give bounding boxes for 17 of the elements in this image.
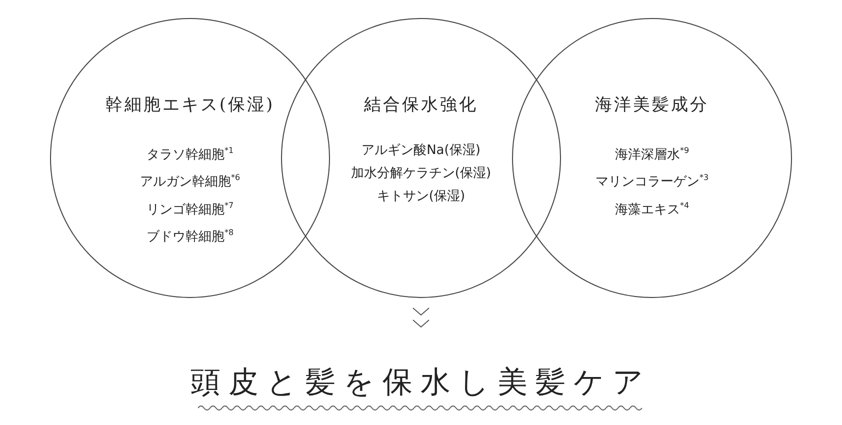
ingredient-circle (512, 18, 792, 298)
ingredient-text: 加水分解ケラチン(保湿) (350, 165, 492, 183)
ingredient-text: ブドウ幹細胞$^{*8}$ (146, 226, 234, 246)
ingredient-text: タラソ幹細胞$^{*1}$ (146, 145, 234, 164)
ingredient-text: アルガン幹細胞$^{*6}$ (140, 172, 240, 192)
ingredient-circle (50, 18, 330, 298)
ingredient-text: 海藻エキス$^{*4}$ (614, 200, 690, 219)
ingredient-circle (281, 18, 561, 298)
ingredient-text: アルギン酸Na(保湿) (362, 142, 480, 160)
ingredient-text: キトサン(保湿) (376, 188, 466, 206)
circle-heading: 海洋美髪成分 (595, 94, 709, 116)
tagline-text: 頭皮と髪を保水し美髪ケア (190, 364, 652, 402)
ingredient-text: 海洋深層水$^{*9}$ (614, 145, 690, 164)
circle-heading: 幹細胞エキス(保湿) (105, 94, 275, 116)
ingredient-text: リンゴ幹細胞$^{*7}$ (146, 200, 234, 219)
circle-heading: 結合保水強化 (364, 94, 478, 116)
ingredient-text: マリンコラーゲン$^{*3}$ (595, 172, 709, 192)
